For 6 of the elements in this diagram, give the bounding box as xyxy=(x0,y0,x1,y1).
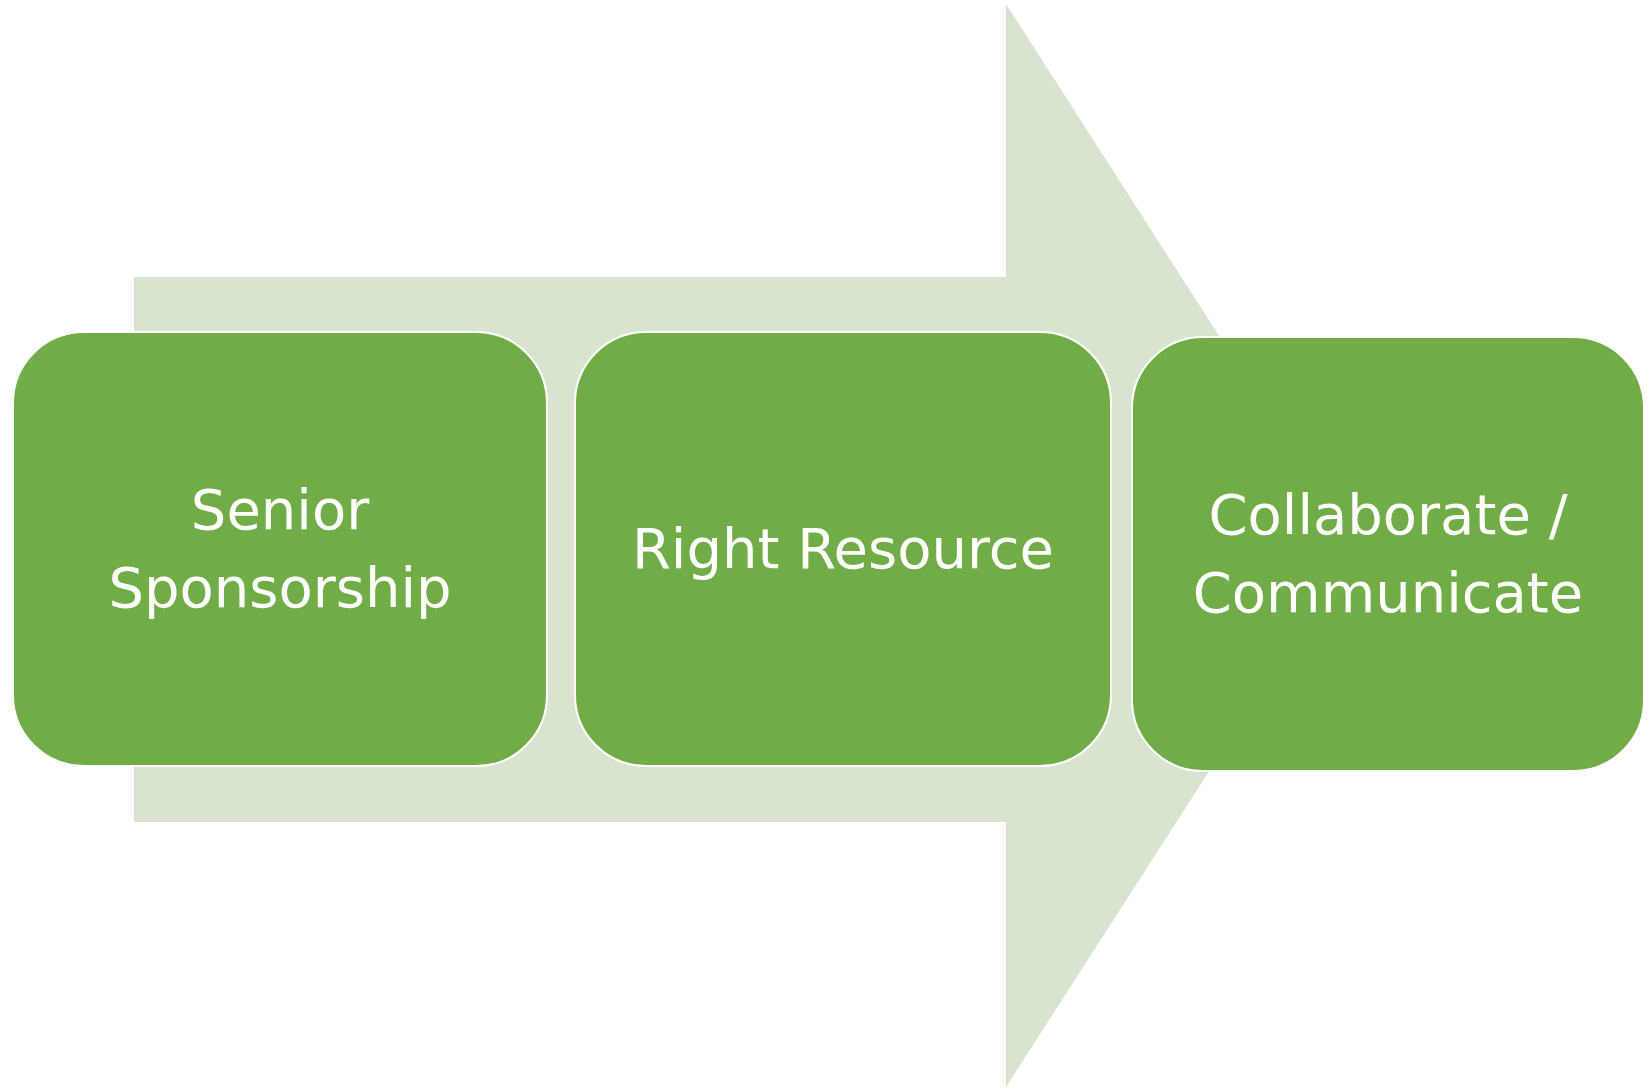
step-box xyxy=(1131,336,1645,772)
step-label: Collaborate / Communicate xyxy=(1191,480,1585,627)
step-label: Senior Sponsorship xyxy=(107,475,453,622)
step-box xyxy=(574,331,1112,767)
step-box xyxy=(12,331,548,767)
step-label: Right Resource xyxy=(631,514,1055,583)
